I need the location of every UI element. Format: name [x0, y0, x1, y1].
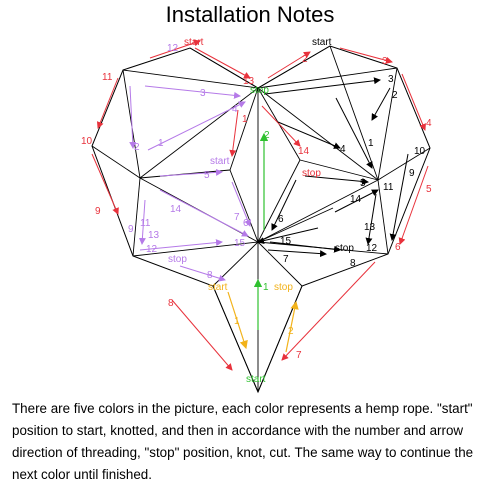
label-purple-8: 8	[207, 270, 213, 281]
green-rope-arrows	[253, 132, 269, 330]
label-black-9: 9	[409, 168, 415, 179]
label-red-1: 1	[242, 114, 248, 125]
label-purple-6: 6	[243, 218, 249, 229]
page-title: Installation Notes	[165, 2, 335, 27]
label-purple-13: 13	[148, 230, 160, 241]
label-purple-4: 4	[232, 104, 238, 115]
label-black-13: 13	[364, 222, 376, 233]
label-red-14: 14	[298, 146, 310, 157]
label-purple-7: 7	[234, 212, 240, 223]
label-black-start: start	[312, 37, 332, 48]
label-red-6: 6	[395, 242, 401, 253]
label-green-stop: stop	[250, 85, 269, 96]
label-purple-12: 12	[146, 244, 158, 255]
label-yellow-1: 1	[234, 316, 240, 327]
diagram-labels: start 12 11 13 10 9 8 1 2 3 4 5 6 7 14 s…	[81, 37, 432, 385]
label-purple-2: 2	[134, 142, 140, 153]
label-black-5: 5	[360, 178, 366, 189]
label-green-start: start	[246, 374, 266, 385]
label-red-11: 11	[102, 72, 113, 83]
black-rope-arrows	[257, 77, 409, 258]
label-yellow-2: 2	[288, 326, 294, 337]
label-purple-3: 3	[200, 88, 206, 99]
label-yellow-start: start	[208, 282, 228, 293]
label-black-7: 7	[283, 254, 289, 265]
label-black-4: 4	[340, 144, 346, 155]
purple-rope-arrows	[129, 85, 251, 282]
label-red-10: 10	[81, 136, 93, 147]
label-black-14: 14	[350, 194, 362, 205]
yellow-rope-arrows	[227, 291, 299, 353]
label-black-3: 3	[388, 74, 394, 85]
label-black-stop: stop	[335, 243, 354, 254]
label-purple-9: 9	[128, 224, 134, 235]
label-red-9: 9	[95, 206, 101, 217]
label-purple-5: 5	[204, 170, 210, 181]
label-red-4: 4	[426, 118, 432, 129]
red-rope-arrows	[91, 39, 429, 371]
label-red-3: 3	[382, 56, 388, 67]
label-red-8: 8	[168, 298, 174, 309]
label-purple-stop: stop	[168, 254, 187, 265]
label-black-6: 6	[278, 214, 284, 225]
label-black-15: 15	[280, 236, 292, 247]
label-black-8: 8	[350, 258, 356, 269]
label-yellow-stop: stop	[274, 282, 293, 293]
label-black-1: 1	[368, 138, 374, 149]
label-black-10: 10	[414, 146, 426, 157]
heart-string-art-diagram: start 12 11 13 10 9 8 1 2 3 4 5 6 7 14 s…	[81, 37, 432, 394]
heart-facets	[91, 45, 431, 393]
label-purple-11: 11	[140, 218, 151, 229]
label-black-12: 12	[366, 243, 378, 254]
label-red-start: start	[184, 37, 204, 48]
label-purple-1: 1	[158, 138, 164, 149]
label-red-12: 12	[167, 43, 179, 54]
label-red-13: 13	[243, 76, 255, 87]
label-red-5: 5	[426, 184, 432, 195]
label-green-1: 1	[263, 282, 269, 293]
label-green-2: 2	[264, 130, 270, 141]
label-purple-start: start	[210, 156, 230, 167]
label-purple-14: 14	[170, 204, 182, 215]
label-black-11: 11	[383, 182, 394, 193]
label-red-7: 7	[296, 350, 302, 361]
label-black-2: 2	[392, 90, 398, 101]
label-red-stop: stop	[302, 168, 321, 179]
installation-instructions: There are five colors in the picture, ea…	[12, 401, 474, 482]
label-purple-15: 15	[234, 238, 246, 249]
label-red-2: 2	[302, 54, 308, 65]
